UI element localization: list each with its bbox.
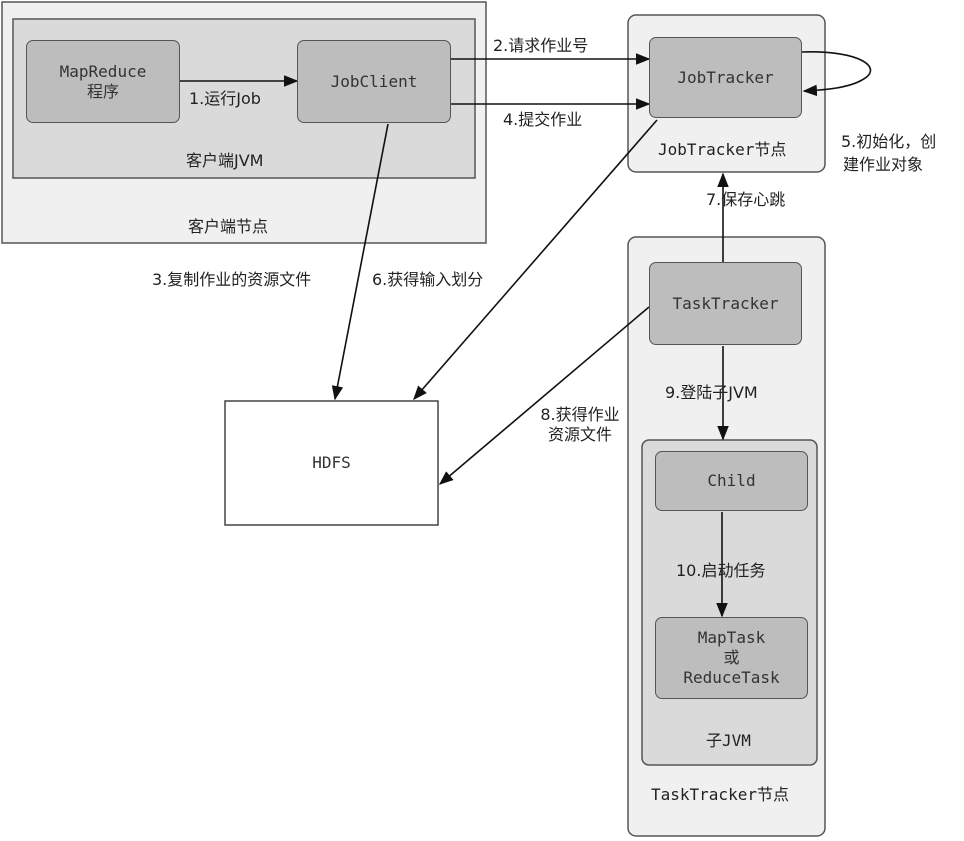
step-1-label: 1.运行Job <box>189 89 261 108</box>
step-10-label: 10.启动任务 <box>676 561 766 580</box>
step-5-label-line2: 建作业对象 <box>843 155 924 174</box>
client-jvm-label: 客户端JVM <box>186 151 264 170</box>
step-4-label: 4.提交作业 <box>503 110 583 129</box>
tasktracker-node-label: TaskTracker节点 <box>651 785 789 804</box>
tasktracker-label: TaskTracker <box>672 293 779 313</box>
jobtracker-box: JobTracker <box>649 37 802 118</box>
jobtracker-node-label: JobTracker节点 <box>658 140 787 159</box>
jobclient-label: JobClient <box>330 71 418 91</box>
child-label: Child <box>707 471 756 490</box>
hdfs-box <box>224 400 439 526</box>
maptask-line1: MapTask <box>697 628 766 647</box>
tasktracker-box: TaskTracker <box>649 262 802 345</box>
step-7-label: 7.保存心跳 <box>706 190 786 209</box>
step-2-label: 2.请求作业号 <box>493 36 589 55</box>
maptask-line2: 或 <box>723 648 740 667</box>
step-8-label-line2: 资源文件 <box>547 425 612 444</box>
child-jvm-label: 子JVM <box>706 731 751 750</box>
child-box: Child <box>655 451 808 511</box>
maptask-box: MapTask 或 ReduceTask <box>655 617 808 699</box>
client-node-label: 客户端节点 <box>188 217 269 236</box>
step-9-label: 9.登陆子JVM <box>665 383 758 402</box>
arrow-get-input-splits <box>413 119 658 401</box>
arrow-get-job-resources <box>438 306 650 485</box>
arrow-initialize-self-loop <box>801 51 872 97</box>
hdfs-label-box: HDFS <box>225 401 438 525</box>
hdfs-label: HDFS <box>312 453 351 472</box>
step-8-label: 8.获得作业 资源文件 <box>528 405 632 445</box>
jobtracker-label: JobTracker <box>677 67 774 87</box>
arrow-copy-resources <box>331 123 389 401</box>
step-3-label: 3.复制作业的资源文件 <box>152 270 312 289</box>
mapreduce-program-line2: 程序 <box>86 81 119 101</box>
jobclient-box: JobClient <box>297 40 451 123</box>
step-5-label-line1: 5.初始化，创 <box>841 132 937 151</box>
maptask-line3: ReduceTask <box>683 668 780 687</box>
step-8-label-line1: 8.获得作业 <box>540 405 620 424</box>
mapreduce-program-box: MapReduce 程序 <box>26 40 180 123</box>
mapreduce-program-line1: MapReduce <box>59 61 147 81</box>
step-6-label: 6.获得输入划分 <box>372 270 484 289</box>
